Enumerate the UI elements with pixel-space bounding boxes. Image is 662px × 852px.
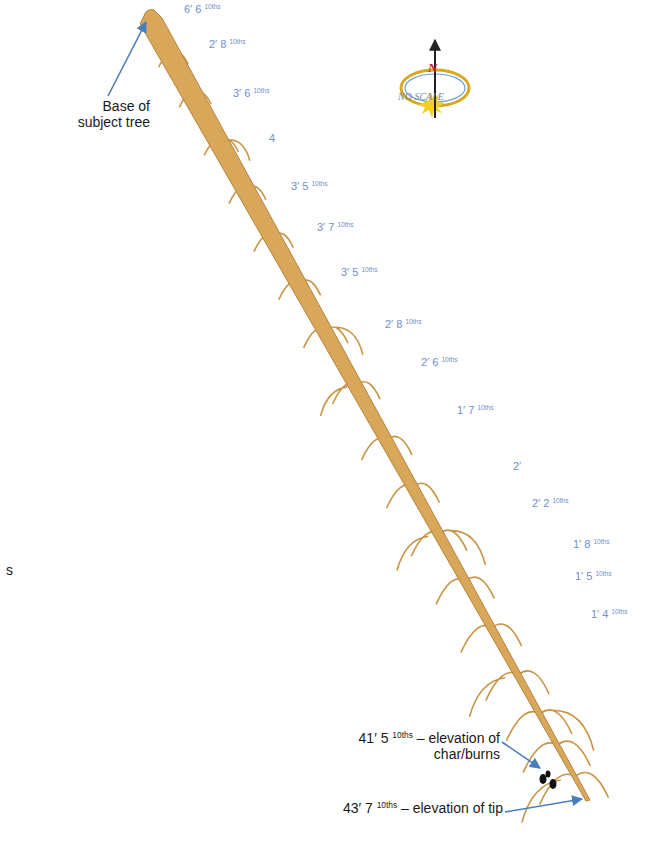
height-measure: 3′ 5 10ths bbox=[290, 180, 329, 193]
tree-trunk bbox=[140, 10, 590, 801]
height-measure: 1′ 7 10ths bbox=[456, 404, 495, 417]
height-measure: 3′ 5 10ths bbox=[340, 266, 379, 279]
compass-letter: N bbox=[428, 61, 437, 76]
callout-text: 43′ 7 10ths – elevation of tip bbox=[335, 800, 503, 816]
height-measure: 2′ 8 10ths bbox=[208, 38, 247, 51]
compass-icon bbox=[401, 40, 469, 118]
height-measure: 6′ 6 10ths bbox=[183, 3, 222, 16]
height-measure: 2′ 6 10ths bbox=[420, 356, 459, 369]
height-measure: 1′ 4 10ths bbox=[590, 608, 629, 621]
tree-branch bbox=[522, 772, 609, 822]
scale-note: NO SCALE bbox=[398, 91, 444, 103]
height-measure: 2′ 8 10ths bbox=[384, 318, 423, 331]
text-fragment: s bbox=[6, 562, 13, 578]
height-measure: 3′ 7 10ths bbox=[316, 221, 355, 234]
height-measure: 1′ 5 10ths bbox=[574, 570, 613, 583]
height-measure: 3′ 6 10ths bbox=[232, 87, 271, 100]
height-measure: 2′ 2 10ths bbox=[531, 497, 570, 510]
height-measure: 4 bbox=[268, 132, 276, 145]
leader-arrows bbox=[108, 22, 582, 812]
height-measure: 1′ 8 10ths bbox=[572, 538, 611, 551]
char-burns bbox=[540, 771, 557, 790]
height-measure: 2′ bbox=[512, 460, 522, 473]
callout-text: 41′ 5 10ths – elevation of char/burns bbox=[345, 730, 500, 762]
callout-text: Base of subject tree bbox=[60, 98, 150, 130]
